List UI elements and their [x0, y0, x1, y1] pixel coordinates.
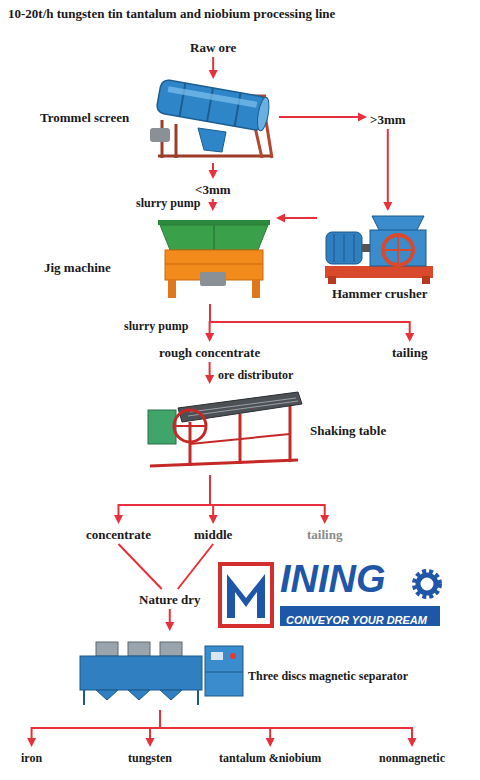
- watermark-text: INING: [280, 560, 386, 598]
- label-anchor: CONVEYOR YOUR DREAM: [286, 610, 427, 628]
- arrow-head: [266, 738, 275, 747]
- flow-line: [210, 304, 410, 336]
- arrow-head: [405, 333, 414, 342]
- node-label: concentrate: [84, 527, 153, 543]
- process-node: iron: [19, 748, 44, 766]
- node-label: Trommel screen: [40, 110, 129, 126]
- flow-line: [210, 475, 325, 518]
- arrow-head: [114, 515, 123, 524]
- label-anchor: INING: [280, 560, 386, 598]
- process-node: Nature dry: [137, 590, 203, 608]
- flow-line: [150, 710, 160, 741]
- shaking-table-picture: [148, 392, 302, 466]
- arrow-head: [358, 113, 367, 122]
- flow-arrow: [27, 710, 160, 747]
- label-anchor: ore distributor: [218, 367, 293, 383]
- diagram-title: 10-20t/h tungsten tin tantalum and niobi…: [8, 6, 335, 22]
- flow-arrow: [160, 710, 417, 747]
- node-label: Raw ore: [188, 40, 238, 56]
- node-label: Jig machine: [44, 260, 111, 276]
- hammer-crusher-picture: [325, 216, 433, 284]
- node-label: Nature dry: [137, 592, 203, 608]
- flow-arrow: [178, 544, 213, 589]
- flow-arrow: [276, 214, 317, 223]
- node-label: middle: [192, 527, 234, 543]
- watermark-text: CONVEYOR YOUR DREAM: [286, 614, 427, 626]
- flow-line: [118, 475, 210, 518]
- trommel-screen-picture: [150, 79, 272, 158]
- node-label: rough concentrate: [157, 345, 262, 361]
- process-node: >3mm: [368, 110, 408, 128]
- flow-arrow: [114, 475, 210, 524]
- arrow-head: [205, 375, 214, 384]
- node-label: tantalum &niobium: [217, 750, 323, 766]
- node-label: tungsten: [126, 750, 174, 766]
- annotation-label: slurry pump: [124, 318, 188, 334]
- arrow-head: [209, 170, 218, 179]
- annotation-label: slurry pump: [136, 195, 200, 211]
- process-node: Jig machine: [40, 212, 275, 304]
- node-label: tailing: [390, 345, 429, 361]
- arrow-head: [165, 622, 174, 631]
- flow-arrow: [165, 609, 174, 631]
- node-label: tailing: [305, 527, 344, 543]
- magnetic-separator-picture: [80, 642, 243, 705]
- node-label: <3mm: [193, 182, 233, 198]
- arrow-head: [205, 333, 214, 342]
- process-node: tantalum &niobium: [217, 748, 323, 766]
- process-node: Raw ore: [188, 38, 238, 56]
- process-node: concentrate: [84, 525, 153, 543]
- flow-line: [160, 710, 270, 741]
- arrow-head: [209, 515, 218, 524]
- node-label: >3mm: [368, 112, 408, 128]
- arrow-head: [27, 738, 36, 747]
- flow-line: [387, 129, 389, 205]
- label-anchor: slurry pump: [124, 318, 188, 334]
- node-label: Three discs magnetic separator: [248, 668, 408, 684]
- flow-line: [282, 217, 317, 219]
- arrow-head: [208, 202, 217, 211]
- flow-arrow: [146, 710, 160, 747]
- process-node: tailing: [305, 525, 344, 543]
- process-node: rough concentrate: [157, 343, 262, 361]
- process-node: middle: [192, 525, 234, 543]
- flow-arrow: [210, 475, 329, 524]
- flow-line: [118, 544, 161, 589]
- flow-line: [279, 116, 361, 118]
- flow-arrow: [209, 57, 218, 79]
- title-anchor: 10-20t/h tungsten tin tantalum and niobi…: [8, 6, 335, 22]
- process-node: tungsten: [126, 748, 174, 766]
- flow-line: [32, 710, 160, 741]
- process-node: Three discs magnetic separator: [70, 632, 442, 710]
- process-node: Hammer crusher: [318, 212, 438, 304]
- process-node: <3mm: [193, 180, 233, 198]
- flow-arrow: [205, 362, 214, 384]
- flow-arrow: [210, 304, 414, 342]
- arrow-head: [209, 70, 218, 79]
- arrow-head: [276, 214, 285, 223]
- arrow-head: [320, 515, 329, 524]
- node-label: Hammer crusher: [332, 286, 427, 302]
- arrow-head: [146, 738, 155, 747]
- annotation-label: ore distributor: [218, 367, 293, 383]
- flow-arrow: [209, 163, 218, 179]
- flow-line: [178, 544, 213, 589]
- flow-arrow: [118, 544, 161, 589]
- jig-machine-picture: [158, 220, 270, 298]
- node-label: Shaking table: [310, 423, 386, 439]
- arrow-head: [408, 738, 417, 747]
- flow-arrow: [383, 129, 392, 211]
- process-node: tailing: [390, 343, 429, 361]
- label-anchor: slurry pump: [136, 195, 200, 211]
- process-node: Trommel screen: [38, 80, 278, 162]
- process-node: nonmagnetic: [377, 748, 447, 766]
- node-label: iron: [19, 750, 44, 766]
- process-node: Shaking table: [140, 385, 402, 475]
- arrow-head: [383, 202, 392, 211]
- flow-arrow: [208, 199, 217, 211]
- flow-line: [160, 710, 412, 741]
- node-label: nonmagnetic: [377, 750, 447, 766]
- flow-arrow: [279, 113, 367, 122]
